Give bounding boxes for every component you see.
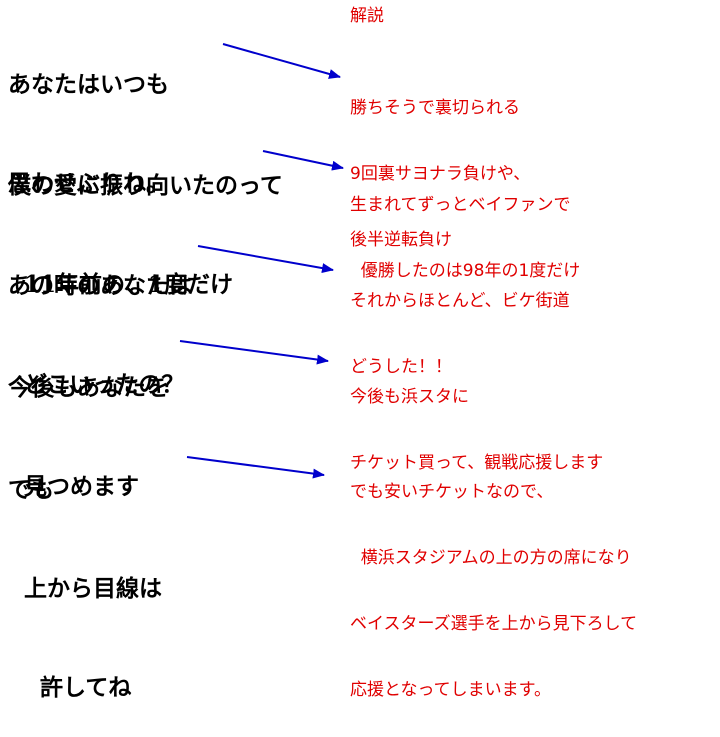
lyric-block-2: 僕の愛に振り向いたのって 11年前の、1度だけ	[8, 103, 283, 334]
note-line: それからほとんど、ビケ街道	[350, 291, 570, 311]
note-block-2: 生まれてずっとベイファンで 優勝したのは98年の1度だけ	[350, 150, 580, 304]
arrow-5	[186, 456, 325, 479]
note-line: 応援となってしまいます。	[350, 680, 551, 700]
lyric-block-1: あなたはいつも 思わせぶりね。	[8, 2, 169, 233]
note-line: 後半逆転負け	[350, 230, 452, 250]
note-line: 勝ちそうで裏切られる	[350, 98, 520, 118]
lyric-line: どこいったの？	[8, 371, 185, 398]
lyric-line: でも	[8, 476, 54, 503]
note-line: ベイスターズ選手を上から見下ろして	[350, 614, 638, 634]
lyric-line: 11年前の、1度だけ	[8, 271, 234, 298]
arrow-1	[222, 43, 341, 79]
note-line: 生まれてずっとベイファンで	[350, 195, 571, 215]
lyric-line: あなたはいつも	[8, 71, 169, 98]
lyric-line: 思わせぶりね。	[8, 170, 169, 197]
note-line: 優勝したのは98年の1度だけ	[350, 261, 581, 281]
header-label: 解説	[350, 6, 384, 26]
arrows-layer	[179, 43, 344, 479]
note-line: 横浜スタジアムの上の方の席になり	[350, 548, 632, 568]
note-line: チケット買って、観戦応援します	[350, 453, 604, 473]
lyric-block-3: あの時のあなたは どこいったの？	[8, 203, 192, 434]
note-line: どうした！！	[350, 357, 452, 377]
note-block-1: 勝ちそうで裏切られる 9回裏サヨナラ負けや、 後半逆転負け	[350, 53, 530, 273]
lyric-line: 見つめます	[8, 473, 140, 500]
lyric-line: 今後もあなたを	[8, 374, 169, 401]
note-line: 今後も浜スタに	[350, 387, 469, 407]
note-block-3: それからほとんど、ビケ街道 どうした！！	[350, 246, 570, 400]
note-block-4: 今後も浜スタに チケット買って、観戦応援します	[350, 342, 603, 496]
arrow-4	[179, 340, 329, 365]
arrow-2	[262, 150, 344, 171]
lyric-line: 上から目線は	[8, 575, 163, 602]
lyric-block-4: 今後もあなたを 見つめます	[8, 305, 169, 536]
lyric-line: あの時のあなたは	[8, 272, 192, 299]
note-line: 9回裏サヨナラ負けや、	[350, 164, 531, 184]
lyric-line: 僕の愛に振り向いたのって	[8, 172, 283, 199]
arrow-3	[197, 245, 334, 273]
note-line: でも安いチケットなので、	[350, 482, 554, 502]
lyric-line: 許してね	[8, 674, 132, 701]
